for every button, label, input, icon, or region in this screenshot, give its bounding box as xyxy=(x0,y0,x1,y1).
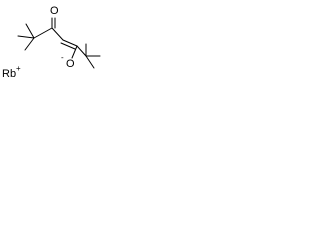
quaternary-to-carbonyl-bond xyxy=(33,27,53,39)
carbonyl-oxygen-symbol: O xyxy=(50,5,59,17)
rubidium-enolate-structure: Rb + O - O xyxy=(2,5,101,80)
rubidium-symbol: Rb xyxy=(2,68,16,80)
enolate-oxygen-symbol: O xyxy=(66,58,75,70)
carbonyl-to-vinyl-bond xyxy=(51,27,64,41)
enolate-carbon-oxygen-bond xyxy=(71,45,78,59)
rubidium-charge: + xyxy=(16,64,21,73)
left-tert-butyl-group xyxy=(17,23,35,51)
left-methyl-bond-southwest xyxy=(24,37,35,51)
enolate-to-quaternary-bond xyxy=(76,45,87,57)
vinyl-double-bond-inner xyxy=(60,42,76,50)
right-methyl-bond-southeast xyxy=(85,55,95,69)
vinyl-double-bond-outer xyxy=(62,39,78,47)
left-methyl-bond-west xyxy=(17,35,35,39)
enolate-charge: - xyxy=(61,53,64,62)
left-methyl-bond-northwest xyxy=(25,23,35,39)
right-tert-butyl-group xyxy=(85,43,101,69)
